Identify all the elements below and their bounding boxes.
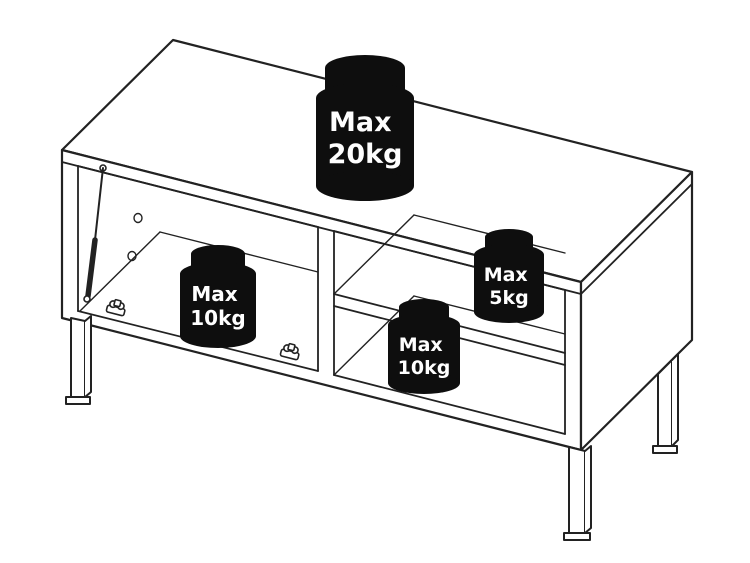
weight-icon-bottom-right-compartment: Max 10kg <box>388 299 460 394</box>
weight-label: Max 20kg <box>328 107 403 170</box>
weight-icon-top-surface: Max 20kg <box>316 55 414 201</box>
shelf-pin-holes <box>127 212 143 262</box>
right-side-panel <box>579 170 694 452</box>
weight-label: Max 10kg <box>190 282 245 330</box>
leg-front-left <box>65 315 92 405</box>
gas-strut <box>83 164 107 303</box>
leg-front-right <box>563 445 592 541</box>
leg-back-right <box>652 353 679 454</box>
weight-icon-left-compartment: Max 10kg <box>180 245 256 348</box>
legs <box>65 315 679 541</box>
weight-label: Max 10kg <box>398 334 451 379</box>
weight-icon-right-shelf: Max 5kg <box>474 229 544 323</box>
weight-label: Max 5kg <box>484 264 535 309</box>
